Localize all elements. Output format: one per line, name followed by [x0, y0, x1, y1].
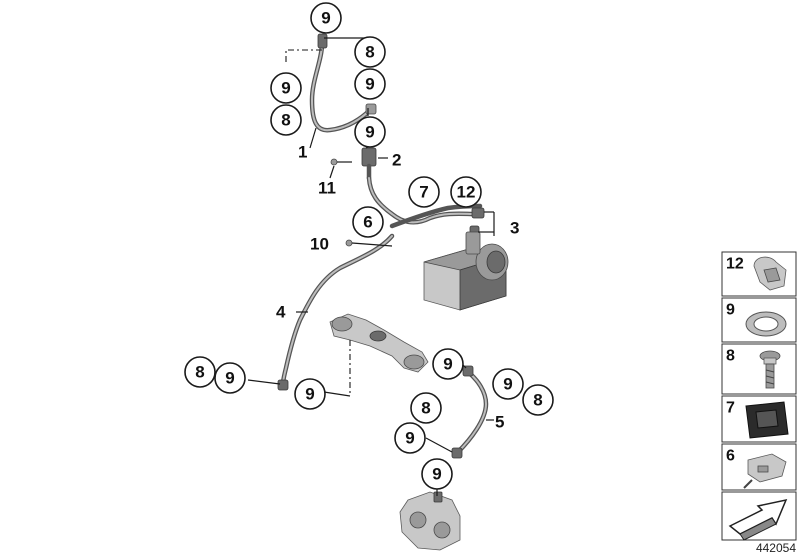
fork-bridge-bracket — [329, 313, 429, 373]
callout-label: 9 — [432, 465, 441, 484]
legend-item-arrow — [721, 491, 797, 541]
callout-label: 6 — [363, 213, 372, 232]
bolt-10 — [345, 239, 393, 247]
front-brake-pipe — [277, 233, 395, 391]
callout-9-mid: 9 — [354, 116, 386, 148]
banjo-bolt-icon — [759, 350, 781, 389]
callout-8-upper-right: 8 — [354, 36, 386, 68]
legend-item-7: 7 — [721, 395, 797, 443]
callout-label: 9 — [443, 355, 452, 374]
abs-hydraulic-unit — [423, 231, 509, 311]
callout-label: 9 — [225, 369, 234, 388]
legend-number: 12 — [726, 256, 744, 273]
legend-number: 9 — [726, 302, 735, 319]
callout-9-lower-right: 9 — [492, 368, 524, 400]
seal-ring-icon — [745, 311, 787, 337]
callout-label: 9 — [365, 75, 374, 94]
clip-icon — [753, 256, 787, 291]
legend-number: 7 — [726, 400, 735, 417]
upper-brake-hose — [309, 33, 377, 133]
callout-8-caliper-upper: 8 — [410, 392, 442, 424]
legend-item-8: 8 — [721, 343, 797, 395]
callout-label: 8 — [421, 399, 430, 418]
brake-caliper — [399, 491, 461, 551]
ref-1: 1 — [298, 143, 307, 162]
callout-8-lower-right: 8 — [522, 384, 554, 416]
callout-8-bottom-left: 8 — [184, 356, 216, 388]
bracket-icon — [743, 453, 787, 489]
small-bolt — [330, 158, 352, 166]
callout-6: 6 — [352, 206, 384, 238]
callout-8-left: 8 — [270, 104, 302, 136]
legend-item-6: 6 — [721, 443, 797, 491]
callout-9-lower-mid: 9 — [432, 348, 464, 380]
callout-label: 8 — [195, 363, 204, 382]
callout-label: 9 — [365, 123, 374, 142]
lower-brake-hose — [451, 365, 489, 459]
legend-item-9: 9 — [721, 297, 797, 343]
callout-9-bottom-center: 9 — [294, 378, 326, 410]
middle-brake-pipe — [366, 175, 485, 237]
callout-label: 9 — [305, 385, 314, 404]
callout-9-caliper-mid: 9 — [394, 422, 426, 454]
callout-label: 9 — [321, 9, 330, 28]
legend-item-12: 12 — [721, 251, 797, 297]
callout-9-bottom-left: 9 — [214, 362, 246, 394]
callout-label: 9 — [503, 375, 512, 394]
callout-label: 12 — [457, 183, 476, 202]
callout-9-caliper-low: 9 — [421, 458, 453, 490]
callout-label: 7 — [419, 183, 428, 202]
ref-2: 2 — [392, 151, 401, 170]
callout-9-right: 9 — [354, 68, 386, 100]
ref-3: 3 — [510, 219, 519, 238]
callout-label: 9 — [405, 429, 414, 448]
callout-7: 7 — [408, 176, 440, 208]
callout-9-left: 9 — [270, 72, 302, 104]
ref-5: 5 — [495, 413, 504, 432]
callout-label: 8 — [533, 391, 542, 410]
ref-10: 10 — [310, 235, 329, 254]
figure-id: 442054 — [756, 541, 796, 555]
callout-9-top: 9 — [310, 2, 342, 34]
connector-bracket — [361, 147, 377, 181]
callout-label: 8 — [365, 43, 374, 62]
ref-11: 11 — [318, 179, 336, 198]
callout-label: 8 — [281, 111, 290, 130]
callout-12: 12 — [450, 176, 482, 208]
callout-label: 9 — [281, 79, 290, 98]
parts-legend: 12 9 8 — [721, 251, 797, 541]
arrow-icon — [728, 498, 788, 541]
legend-number: 8 — [726, 348, 735, 365]
legend-number: 6 — [726, 448, 735, 465]
rubber-grommet-icon — [745, 401, 789, 439]
ref-4: 4 — [276, 303, 286, 322]
